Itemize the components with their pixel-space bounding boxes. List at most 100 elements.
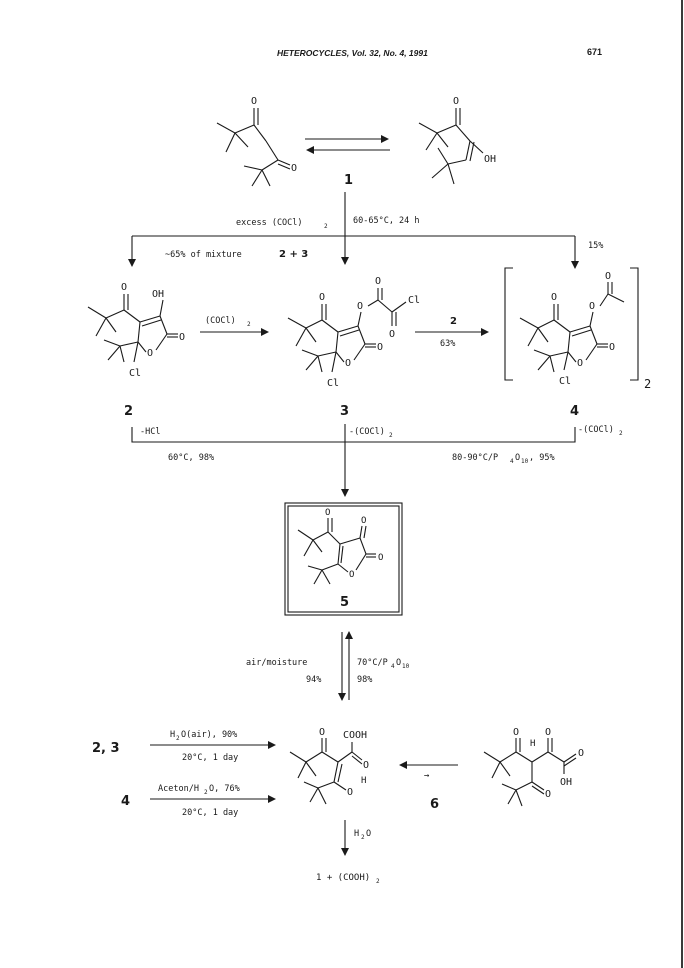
atom-o: O bbox=[325, 508, 330, 518]
acetone-start-compound: 4 bbox=[121, 794, 130, 809]
atom-o: O bbox=[378, 553, 383, 563]
condition-oxalyl-2-to-3: (COCl) bbox=[205, 316, 236, 326]
condition-acetone-reagent-sub: 2 bbox=[204, 789, 208, 796]
atom-o: O bbox=[147, 348, 153, 359]
condition-back-sub2: 10 bbox=[402, 663, 410, 670]
condition-hydrolysis-reagent-tail: O(air), 90% bbox=[181, 730, 237, 740]
condition-2-to-5: 60°C, 98% bbox=[168, 453, 214, 463]
compound-6-structure: O H O O OH O bbox=[483, 727, 584, 807]
atom-o: O bbox=[453, 96, 459, 107]
atom-cl: Cl bbox=[408, 295, 420, 306]
condition-back-mid: O bbox=[396, 658, 401, 668]
running-title: HETEROCYCLES, Vol. 32, No. 4, 1991 bbox=[277, 48, 428, 58]
hydrolysis-start-compounds: 2, 3 bbox=[92, 741, 120, 756]
condition-air-moisture: air/moisture bbox=[246, 658, 307, 668]
atom-o: O bbox=[291, 163, 297, 174]
compound-label-6: 6 bbox=[430, 797, 439, 812]
condition-excess-oxalyl-sub: 2 bbox=[324, 223, 328, 230]
atom-o: O bbox=[545, 727, 551, 738]
atom-o: O bbox=[349, 570, 354, 580]
final-products-sub: 2 bbox=[376, 878, 380, 885]
compound-5-box-inner bbox=[287, 505, 400, 613]
condition-excess-oxalyl: excess (COCl) bbox=[236, 218, 303, 228]
condition-4-to-5-mid: O bbox=[515, 453, 520, 463]
compound-3-structure: O O O O O O Cl Cl bbox=[287, 276, 420, 389]
condition-yield-3-to-4: 63% bbox=[440, 339, 455, 349]
atom-oh: OH bbox=[560, 777, 572, 788]
compound-6-arrow-mark: → bbox=[424, 771, 430, 781]
compound-label-1: 1 bbox=[344, 173, 353, 188]
compound-4-structure: O O O O O Cl bbox=[504, 267, 639, 387]
condition-acetone-reagent-tail: O, 76% bbox=[209, 784, 240, 794]
atom-o: O bbox=[545, 789, 551, 800]
condition-back: 70°C/P bbox=[357, 658, 388, 668]
compound-label-4: 4 bbox=[570, 404, 579, 419]
page-edge-line bbox=[681, 0, 683, 968]
condition-4-to-5-sub2: 10 bbox=[521, 458, 529, 465]
enol-acid-product: O COOH O O H bbox=[289, 727, 369, 805]
compound-5-box bbox=[284, 502, 403, 616]
atom-h-hbond: H bbox=[361, 776, 366, 786]
atom-o: O bbox=[578, 748, 584, 759]
compound-1-enol: O OH bbox=[418, 96, 496, 185]
atom-oh: OH bbox=[484, 154, 496, 165]
compound-label-2: 2 bbox=[124, 404, 133, 419]
page-number: 671 bbox=[586, 47, 602, 57]
condition-water-tail: O bbox=[366, 829, 371, 839]
atom-o: O bbox=[513, 727, 519, 738]
compound-1-diketone: O O bbox=[216, 96, 297, 187]
atom-cl: Cl bbox=[559, 376, 571, 387]
condition-minus-oxalyl-3-sub: 2 bbox=[389, 432, 393, 439]
atom-o: O bbox=[121, 282, 127, 293]
condition-4-to-5-tail: , 95% bbox=[529, 453, 555, 463]
atom-cooh: COOH bbox=[343, 730, 367, 741]
atom-h: H bbox=[530, 739, 535, 749]
condition-back-yield: 98% bbox=[357, 675, 372, 685]
condition-yield-air: 94% bbox=[306, 675, 321, 685]
atom-o: O bbox=[319, 727, 325, 738]
equilibrium-5-hydrolysis bbox=[338, 631, 353, 701]
final-products: 1 + (COOH) bbox=[316, 873, 370, 883]
condition-heat-time: 60-65°C, 24 h bbox=[353, 216, 420, 226]
condition-minus-oxalyl-3: -(COCl) bbox=[349, 427, 385, 437]
atom-oh: OH bbox=[152, 289, 164, 300]
atom-o: O bbox=[589, 301, 595, 312]
compound-label-5: 5 bbox=[340, 595, 349, 610]
atom-o: O bbox=[357, 301, 363, 312]
condition-hydrolysis-reagent: H bbox=[170, 730, 175, 740]
compound-4-subscript: 2 bbox=[644, 377, 651, 391]
atom-o-hbond: O bbox=[347, 787, 353, 798]
condition-acetone-reagent: Aceton/H bbox=[158, 784, 199, 794]
compound-label-3: 3 bbox=[340, 404, 349, 419]
atom-o: O bbox=[375, 276, 381, 287]
compound-5-structure: O O O O bbox=[297, 508, 383, 585]
condition-hydrolysis-time: 20°C, 1 day bbox=[182, 753, 238, 763]
atom-o: O bbox=[577, 358, 583, 369]
condition-water-sub: 2 bbox=[361, 834, 365, 841]
atom-cl: Cl bbox=[327, 378, 339, 389]
condition-oxalyl-2-to-3-sub: 2 bbox=[247, 321, 251, 328]
atom-o: O bbox=[179, 332, 185, 343]
atom-o: O bbox=[251, 96, 257, 107]
condition-hydrolysis-reagent-sub: 2 bbox=[176, 735, 180, 742]
condition-minus-oxalyl-4: -(COCl) bbox=[578, 425, 614, 435]
condition-mixture-yield: ~65% of mixture bbox=[165, 250, 242, 260]
condition-mixture-compounds: 2 + 3 bbox=[279, 249, 308, 260]
condition-back-sub1: 4 bbox=[391, 663, 395, 670]
atom-o: O bbox=[389, 329, 395, 340]
atom-o: O bbox=[319, 292, 325, 303]
condition-reagent-3-to-4: 2 bbox=[450, 316, 457, 327]
compound-2-structure: O O O OH Cl bbox=[87, 282, 185, 379]
atom-cl: Cl bbox=[129, 368, 141, 379]
atom-o: O bbox=[345, 358, 351, 369]
branch-arrows-from-1 bbox=[128, 192, 579, 269]
atom-o: O bbox=[605, 271, 611, 282]
condition-4-to-5: 80-90°C/P bbox=[452, 453, 498, 463]
condition-minus-hcl: -HCl bbox=[140, 427, 160, 437]
atom-o: O bbox=[363, 760, 369, 771]
atom-o: O bbox=[609, 342, 615, 353]
atom-o: O bbox=[551, 292, 557, 303]
condition-minus-oxalyl-4-sub: 2 bbox=[619, 430, 623, 437]
condition-acetone-time: 20°C, 1 day bbox=[182, 808, 238, 818]
